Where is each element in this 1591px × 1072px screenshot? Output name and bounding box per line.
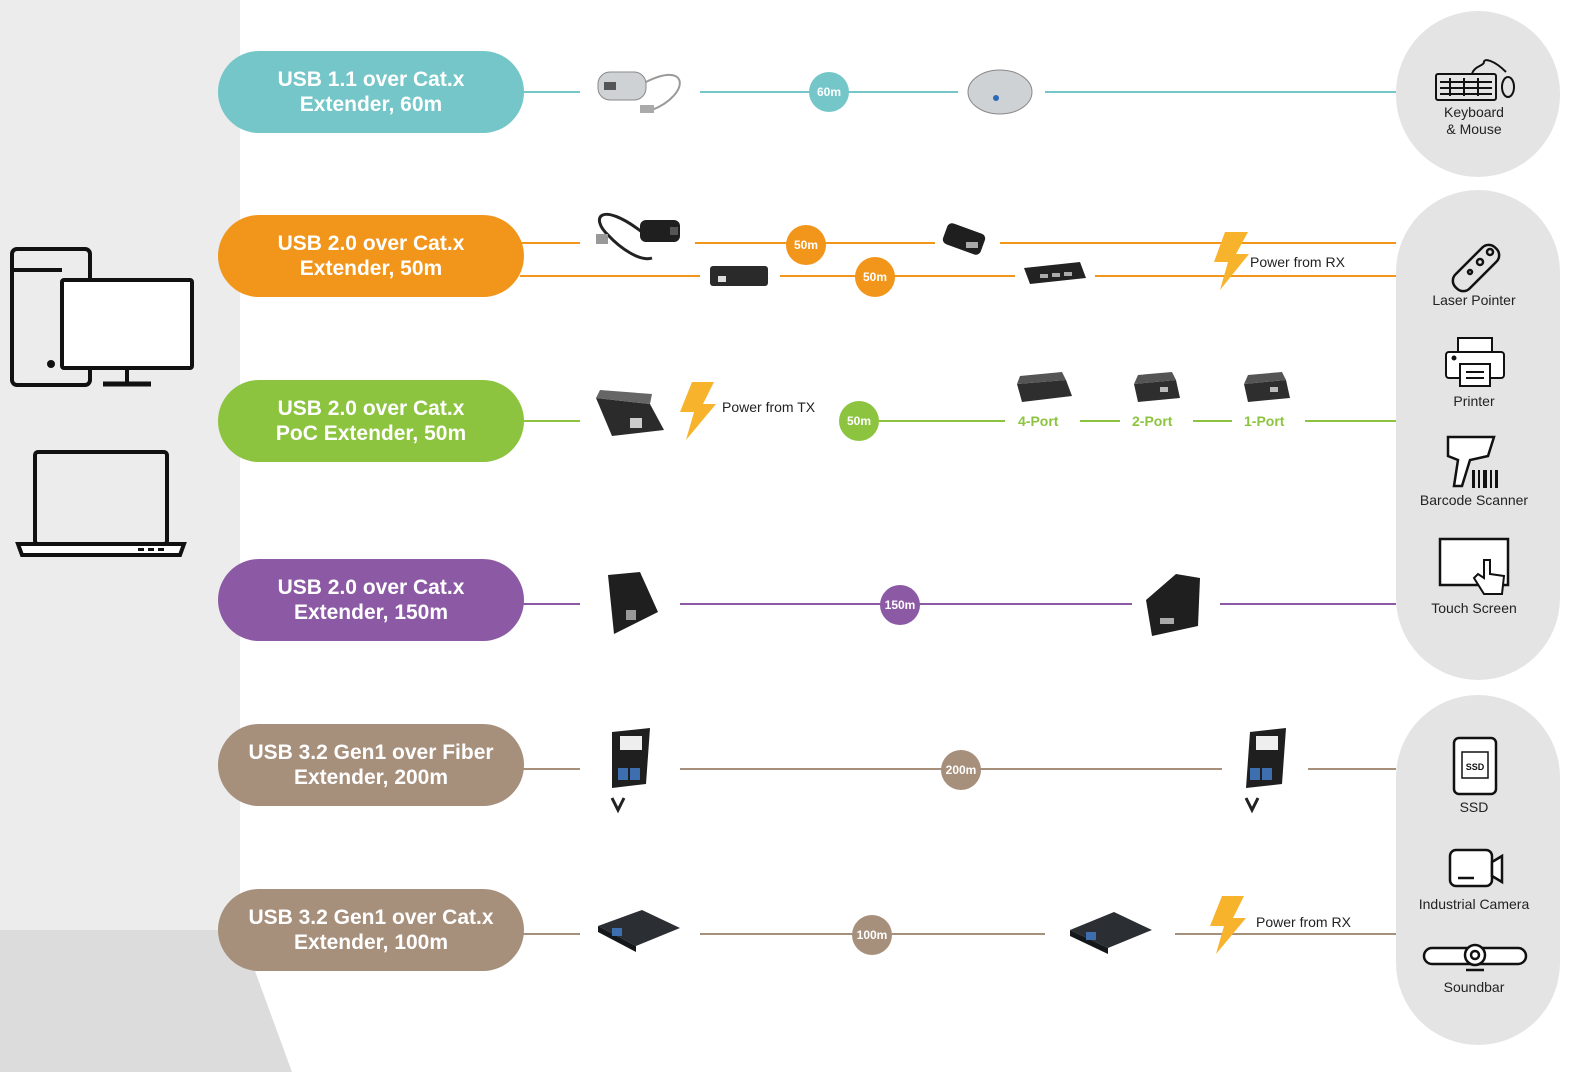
port-label-2port: 2-Port bbox=[1132, 413, 1173, 429]
port-label-1port: 1-Port bbox=[1244, 413, 1285, 429]
row-label-line1: USB 1.1 over Cat.x bbox=[277, 68, 465, 91]
desktop-computer-icon bbox=[10, 247, 194, 387]
device-label-soundbar: Soundbar bbox=[1443, 979, 1505, 995]
poc-receiver-2port bbox=[1134, 372, 1180, 402]
poc-transmitter-device bbox=[596, 390, 664, 436]
row-label-line1: USB 2.0 over Cat.x bbox=[277, 232, 465, 255]
usb20-50m-local-box bbox=[710, 266, 768, 286]
ssd-icon: SSD bbox=[1452, 736, 1498, 796]
distance-badge-100m: 100m bbox=[852, 915, 892, 955]
row-label-usb11-60m: USB 1.1 over Cat.x Extender, 60m bbox=[218, 51, 524, 133]
distance-badge-60m: 60m bbox=[809, 72, 849, 112]
keyboard-mouse-icon bbox=[1435, 59, 1515, 101]
row-label-line2: Extender, 150m bbox=[293, 601, 449, 624]
row-label-line2: Extender, 200m bbox=[293, 766, 449, 789]
usb20-50m-transmitter-cable bbox=[596, 212, 680, 261]
usb32-cat-receiver-device bbox=[1070, 912, 1152, 954]
device-label-barcode-scanner: Barcode Scanner bbox=[1419, 492, 1529, 508]
device-label-touch-screen: Touch Screen bbox=[1431, 600, 1517, 616]
usb11-receiver-device bbox=[967, 69, 1033, 115]
row-label-usb20-150m: USB 2.0 over Cat.x Extender, 150m bbox=[218, 559, 524, 641]
laser-pointer-icon bbox=[1451, 243, 1501, 293]
row-label-usb20-poc-50m: USB 2.0 over Cat.x PoC Extender, 50m bbox=[218, 380, 524, 462]
distance-badge-50m-upper: 50m bbox=[786, 225, 826, 265]
device-panel-usb20 bbox=[1396, 190, 1560, 680]
distance-badge-poc-50m: 50m bbox=[839, 401, 879, 441]
wall-background bbox=[0, 0, 240, 1072]
fiber-receiver-device bbox=[1244, 728, 1286, 814]
fiber-transmitter-device bbox=[610, 728, 650, 814]
device-label-laser-pointer: Laser Pointer bbox=[1432, 292, 1516, 308]
power-from-tx-label-row3: Power from TX bbox=[722, 399, 816, 415]
power-lightning-icon-row2 bbox=[1214, 232, 1249, 290]
poc-receiver-1port bbox=[1244, 372, 1290, 402]
usb32-cat-transmitter-device bbox=[598, 910, 680, 952]
distance-badge-150m: 150m bbox=[880, 585, 920, 625]
usb20-50m-receiver-dongle bbox=[942, 223, 986, 255]
row-label-usb32-fiber-200m: USB 3.2 Gen1 over Fiber Extender, 200m bbox=[218, 724, 524, 806]
row-label-line1: USB 2.0 over Cat.x bbox=[277, 397, 465, 420]
distance-badge-200m: 200m bbox=[941, 750, 981, 790]
row-label-usb20-50m: USB 2.0 over Cat.x Extender, 50m bbox=[218, 215, 524, 297]
row-label-line1: USB 3.2 Gen1 over Cat.x bbox=[248, 906, 494, 929]
poc-receiver-4port bbox=[1017, 372, 1072, 402]
port-label-4port: 4-Port bbox=[1018, 413, 1059, 429]
printer-icon bbox=[1445, 337, 1505, 387]
soundbar-icon bbox=[1422, 943, 1528, 972]
usb20-150m-transmitter-device bbox=[608, 572, 658, 634]
touch-screen-icon bbox=[1438, 537, 1510, 595]
device-label-keyboard-mouse: Keyboard & Mouse bbox=[1392, 104, 1556, 138]
device-label-industrial-camera: Industrial Camera bbox=[1418, 896, 1530, 912]
camera-icon bbox=[1448, 848, 1504, 888]
row-label-line1: USB 2.0 over Cat.x bbox=[277, 576, 465, 599]
row-label-line2: Extender, 100m bbox=[293, 931, 449, 954]
row-label-line2: Extender, 50m bbox=[299, 257, 443, 280]
device-label-line1: Keyboard bbox=[1444, 104, 1504, 120]
row-label-line2: Extender, 60m bbox=[299, 93, 443, 116]
power-from-rx-label-row2: Power from RX bbox=[1250, 254, 1345, 270]
device-label-ssd: SSD bbox=[1459, 799, 1489, 815]
usb11-transmitter-device bbox=[597, 71, 681, 113]
row-label-line1: USB 3.2 Gen1 over Fiber bbox=[248, 741, 494, 764]
ssd-icon-text: SSD bbox=[1466, 762, 1485, 772]
laptop-icon bbox=[15, 450, 187, 557]
row-label-line2: PoC Extender, 50m bbox=[275, 422, 467, 445]
distance-badge-50m-lower: 50m bbox=[855, 257, 895, 297]
device-label-line2: & Mouse bbox=[1446, 121, 1502, 137]
power-lightning-icon-row6 bbox=[1210, 896, 1246, 954]
row-label-usb32-cat-100m: USB 3.2 Gen1 over Cat.x Extender, 100m bbox=[218, 889, 524, 971]
barcode-scanner-icon bbox=[1446, 435, 1498, 488]
device-label-printer: Printer bbox=[1453, 393, 1495, 409]
floor-shadow bbox=[0, 930, 292, 1072]
power-from-rx-label-row6: Power from RX bbox=[1256, 914, 1351, 930]
power-lightning-icon-row3 bbox=[680, 382, 716, 440]
usb20-50m-4port-hub bbox=[1024, 262, 1086, 284]
usb20-150m-receiver-device bbox=[1146, 574, 1200, 636]
